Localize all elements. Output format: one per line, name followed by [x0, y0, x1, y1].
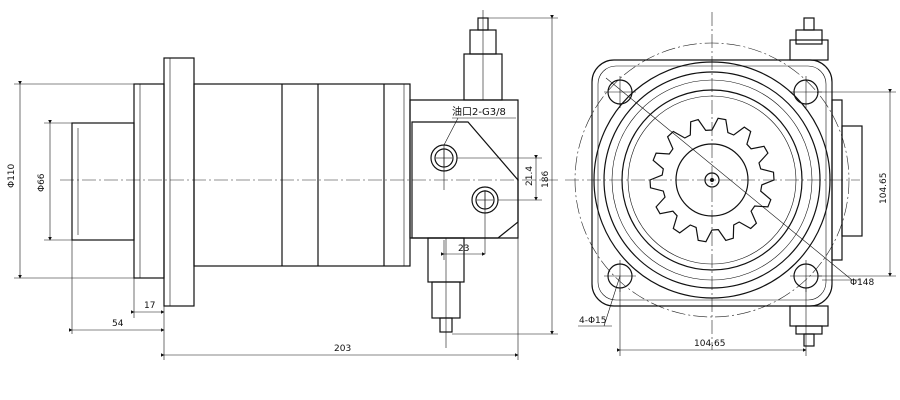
bolt-circle [574, 42, 850, 318]
front-top-valve [789, 39, 829, 61]
dim-54: 54 [112, 319, 124, 329]
shaft-end [675, 143, 749, 217]
side-view: Φ110 Φ66 17 54 203 186 21.4 23 [7, 10, 560, 360]
dim-diameter-66: Φ66 [37, 173, 47, 192]
dim-front-height: 104.65 [879, 173, 889, 205]
front-view: 104.65 104.65 Φ148 4-Φ15 [565, 12, 896, 356]
dim-17: 17 [144, 301, 155, 311]
dim-front-width: 104.65 [694, 339, 726, 349]
dim-203: 203 [334, 344, 351, 354]
shaft-body [71, 122, 135, 241]
port-plate [411, 121, 519, 239]
dim-23: 23 [458, 244, 469, 254]
mounting-holes [604, 76, 822, 292]
dim-diameter-110: Φ110 [7, 163, 17, 188]
mounting-flange [163, 57, 195, 307]
dim-holes: 4-Φ15 [579, 316, 607, 326]
dim-bolt-circle: Φ148 [850, 278, 875, 288]
spline-gear [649, 117, 775, 243]
dim-186: 186 [541, 171, 551, 188]
dim-21-4: 21.4 [525, 166, 535, 186]
pilot-boss [133, 83, 165, 279]
motor-body [193, 83, 411, 267]
port-note: 油口2-G3/8 [452, 105, 506, 118]
front-bottom-valve [789, 305, 829, 327]
outer-ring [593, 61, 831, 299]
port-block [409, 99, 519, 239]
